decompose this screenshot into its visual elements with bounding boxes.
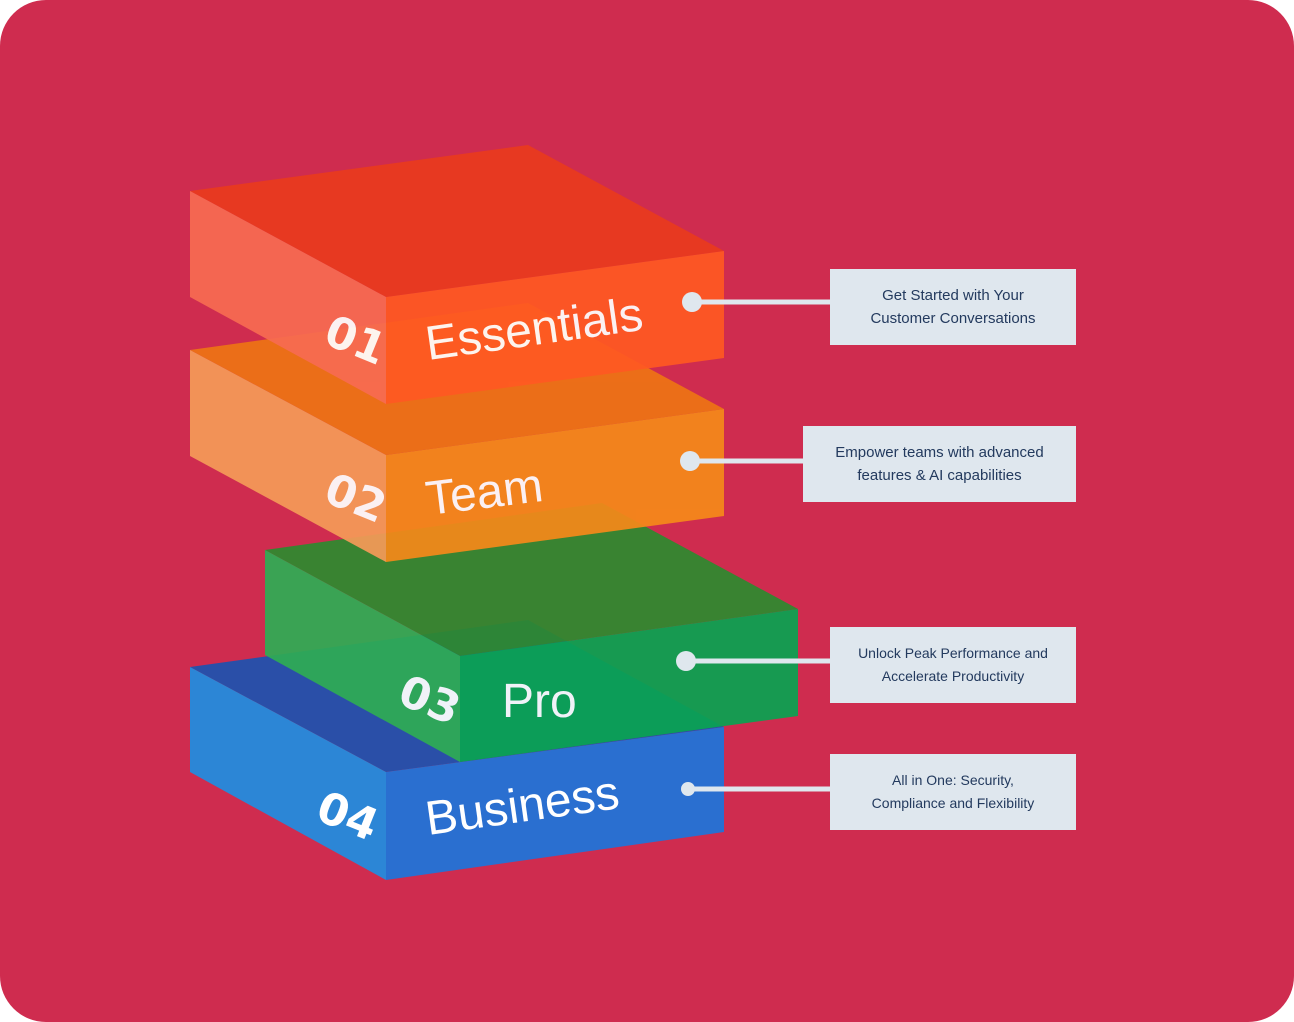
description-essentials-line-2: Customer Conversations <box>870 310 1036 327</box>
tier-team-front <box>386 409 724 562</box>
tier-essentials-front <box>386 251 724 404</box>
tier-essentials-block: 01 Essentials <box>190 145 724 404</box>
connector-essentials-dot <box>682 292 702 312</box>
tier-essentials-top <box>190 145 724 297</box>
connector-essentials <box>682 292 830 312</box>
tier-business-front <box>386 727 724 880</box>
description-business: All in One: Security, Compliance and Fle… <box>830 754 1076 830</box>
connector-business <box>681 782 830 796</box>
tier-essentials-left <box>190 191 386 404</box>
connector-team <box>680 451 803 471</box>
connector-pro-dot <box>676 651 696 671</box>
connector-pro <box>676 651 830 671</box>
description-team-line-1: Empower teams with advanced <box>835 444 1044 461</box>
description-pro-line-2: Accelerate Productivity <box>881 668 1025 684</box>
description-team-line-2: features & AI capabilities <box>857 467 1022 484</box>
tier-business-left <box>190 667 386 880</box>
connector-business-dot <box>681 782 695 796</box>
description-business-line-1: All in One: Security, <box>892 772 1014 788</box>
connector-team-dot <box>680 451 700 471</box>
description-essentials-line-1: Get Started with Your <box>882 287 1024 304</box>
description-team: Empower teams with advanced features & A… <box>803 426 1076 502</box>
description-pro-line-1: Unlock Peak Performance and <box>858 645 1048 661</box>
description-essentials: Get Started with Your Customer Conversat… <box>830 269 1076 345</box>
tier-pro-left <box>265 550 460 762</box>
tier-pro-name: Pro <box>502 675 577 728</box>
tier-pro-front <box>460 609 798 762</box>
description-business-line-2: Compliance and Flexibility <box>871 795 1035 811</box>
tier-team-left <box>190 350 386 562</box>
description-pro: Unlock Peak Performance and Accelerate P… <box>830 627 1076 703</box>
